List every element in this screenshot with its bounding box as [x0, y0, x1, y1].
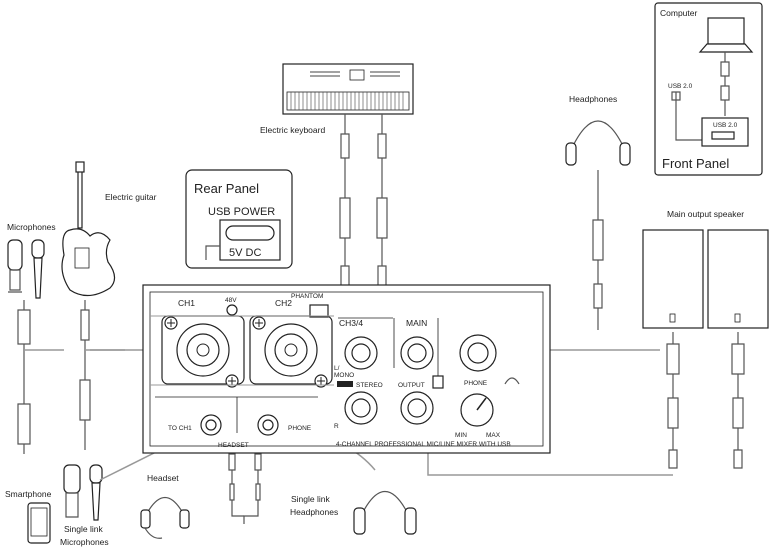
- speaker-right-icon: [707, 229, 769, 329]
- output-label: OUTPUT: [398, 382, 425, 389]
- l-mono-label: L/: [334, 365, 340, 372]
- v48-label: 48V: [225, 297, 237, 304]
- headphones-label: Headphones: [569, 94, 617, 104]
- mono-label: MONO: [334, 372, 354, 379]
- single-link-headphones-label-1: Single link: [291, 494, 330, 504]
- single-link-mic-icons: [63, 464, 103, 521]
- rear-panel-label: Rear Panel: [194, 181, 259, 196]
- electric-guitar-label: Electric guitar: [105, 192, 157, 202]
- computer-panel-box: Computer USB 2.0 USB 2.0 Front Panel: [654, 2, 763, 176]
- phone2-label: PHONE: [288, 425, 312, 432]
- ch1-label: CH1: [178, 298, 195, 308]
- guitar-cable: [79, 300, 91, 450]
- computer-label: Computer: [660, 8, 697, 18]
- r-label: R: [334, 423, 339, 430]
- headset-jack-label: HEADSET: [218, 442, 249, 449]
- ch34-label: CH3/4: [339, 318, 363, 328]
- single-link-mics-label-1: Single link: [64, 524, 103, 534]
- stereo-label: STEREO: [356, 382, 383, 389]
- rear-panel-box: Rear Panel USB POWER 5V DC: [185, 169, 293, 269]
- usb-cable: [720, 52, 730, 116]
- guitar-icon: [61, 161, 116, 297]
- usb-label-a: USB 2.0: [668, 83, 693, 90]
- phone-label: PHONE: [464, 380, 488, 387]
- single-link-mics-label-2: Microphones: [60, 537, 109, 547]
- usb-cable-side: [671, 91, 706, 141]
- ch1-combo-jack: [161, 315, 245, 388]
- speaker-cable-left: [666, 332, 680, 469]
- headset-label: Headset: [147, 473, 179, 483]
- min-label: MIN: [455, 432, 467, 439]
- mixer-model-label: 4-CHANNEL PROFESSIONAL MIC/LINE MIXER WI…: [336, 441, 511, 448]
- ch2-combo-jack: [249, 315, 333, 388]
- max-label: MAX: [486, 432, 501, 439]
- usb-label-b: USB 2.0: [713, 122, 738, 129]
- main-label: MAIN: [406, 318, 427, 328]
- speaker-left-icon: [642, 229, 704, 329]
- to-ch1-label: TO CH1: [168, 425, 192, 432]
- speaker-cable-right: [731, 332, 745, 469]
- microphones-label: Microphones: [7, 222, 56, 232]
- phantom-button[interactable]: [226, 304, 238, 316]
- headphones-cable: [592, 170, 604, 330]
- front-panel-label: Front Panel: [662, 156, 729, 171]
- laptop-icon: [698, 17, 754, 53]
- headphones-icon: [565, 120, 631, 166]
- mic-cable: [17, 300, 31, 454]
- stereo-switch[interactable]: [337, 381, 353, 387]
- microphone-icons: [7, 239, 45, 299]
- headphone-small-icon: [504, 377, 520, 385]
- usb-power-label: USB POWER: [208, 206, 275, 218]
- smartphone-label: Smartphone: [5, 489, 52, 499]
- five-v-dc-label: 5V DC: [229, 247, 261, 259]
- single-link-headphones-label-2: Headphones: [290, 507, 338, 517]
- keyboard-icon: [282, 63, 414, 115]
- phantom-label: PHANTOM: [291, 293, 323, 300]
- speaker-small-icon: [432, 375, 444, 389]
- electric-keyboard-label: Electric keyboard: [260, 125, 325, 135]
- headset-icon: [140, 497, 190, 539]
- main-output-speaker-label: Main output speaker: [667, 209, 744, 219]
- smartphone-icon: [27, 502, 51, 544]
- mixer-panel: CH1 48V CH2 PHANTOM CH3/4: [142, 284, 551, 454]
- ch2-label: CH2: [275, 298, 292, 308]
- single-link-headphones-icon: [353, 490, 417, 535]
- phantom-switch[interactable]: [309, 304, 329, 318]
